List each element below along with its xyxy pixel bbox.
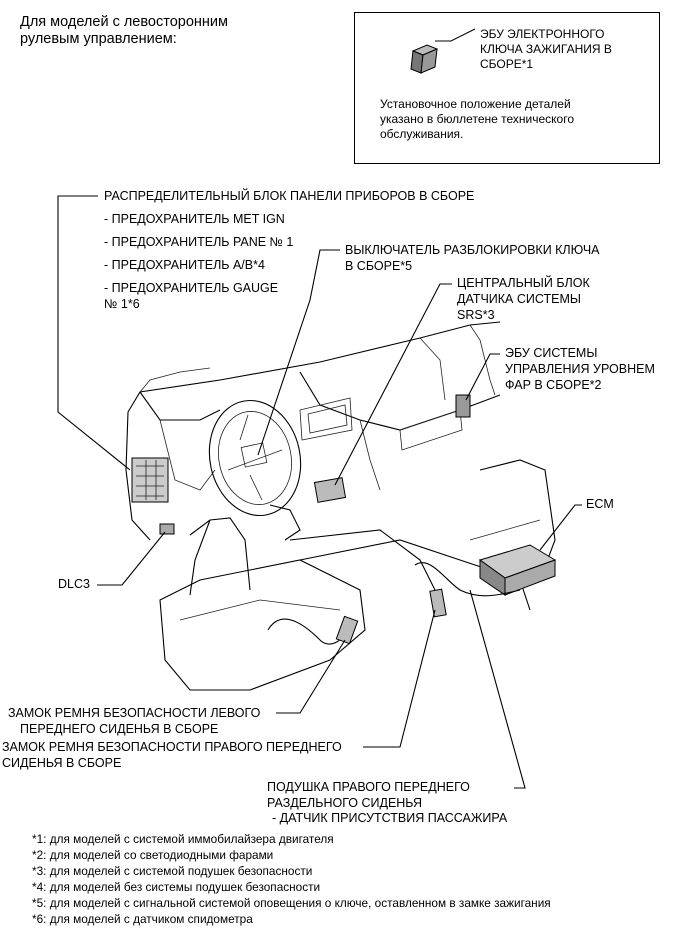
left-seat (159, 517, 366, 691)
passenger-sensor-harness (414, 562, 521, 597)
right-seat (289, 459, 556, 611)
key-unlock-switch-label-1: ВЫКЛЮЧАТЕЛЬ РАЗБЛОКИРОВКИ КЛЮЧА (345, 243, 600, 257)
srs-sensor-label-1: ЦЕНТРАЛЬНЫЙ БЛОК (457, 276, 590, 290)
srs-sensor-label-2: ДАТЧИКА СИСТЕМЫ (457, 292, 581, 306)
legend-note-1: Установочное положение деталей (380, 97, 571, 111)
headlight-ecu-label-2: УПРАВЛЕНИЯ УРОВНЕМ (505, 362, 655, 376)
srs-sensor-unit (313, 477, 347, 503)
footnote-4: *4: для моделей без системы подушек безо… (32, 880, 321, 894)
junction-block-title: РАСПРЕДЕЛИТЕЛЬНЫЙ БЛОК ПАНЕЛИ ПРИБОРОВ В… (104, 189, 475, 203)
right-buckle-label-1: ЗАМОК РЕМНЯ БЕЗОПАСНОСТИ ПРАВОГО ПЕРЕДНЕ… (2, 740, 342, 754)
left-buckle (335, 615, 359, 645)
left-buckle-harness (267, 618, 351, 645)
footnote-3: *3: для моделей с системой подушек безоп… (32, 864, 313, 878)
fuse-pane-1: - ПРЕДОХРАНИТЕЛЬ PANE № 1 (104, 235, 294, 249)
header-line-1: Для моделей с левосторонним (20, 14, 228, 30)
footnote-5: *5: для моделей с сигнальной системой оп… (32, 896, 551, 910)
footnote-6: *6: для моделей с датчиком спидометра (32, 912, 253, 926)
fuse-gauge-2: № 1*6 (104, 297, 140, 311)
ecm-label: ECM (586, 497, 614, 511)
srs-sensor-label-3: SRS*3 (457, 308, 495, 322)
headlight-ecu-unit (455, 394, 471, 418)
cushion-label-3: - ДАТЧИК ПРИСУТСТВИЯ ПАССАЖИРА (272, 811, 508, 825)
ecu-module-icon (410, 44, 439, 74)
header-line-2: рулевым управлением: (20, 31, 177, 47)
left-buckle-label-2: ПЕРЕДНЕГО СИДЕНЬЯ В СБОРЕ (20, 722, 219, 736)
dashboard-outline (125, 321, 501, 541)
fuse-ab: - ПРЕДОХРАНИТЕЛЬ A/B*4 (104, 258, 265, 272)
legend-box: ЭБУ ЭЛЕКТРОННОГО КЛЮЧА ЗАЖИГАНИЯ В СБОРЕ… (354, 12, 660, 164)
legend-ecu-label-2: КЛЮЧА ЗАЖИГАНИЯ В (480, 42, 612, 56)
junction-block (131, 457, 169, 503)
leader-lines (57, 195, 582, 789)
headlight-ecu-label-1: ЭБУ СИСТЕМЫ (505, 346, 598, 360)
legend-ecu-label-3: СБОРЕ*1 (480, 57, 534, 71)
key-unlock-switch-label-2: В СБОРЕ*5 (345, 259, 413, 273)
dlc3-connector (159, 523, 175, 535)
right-buckle-label-2: СИДЕНЬЯ В СБОРЕ (2, 756, 122, 770)
footnote-2: *2: для моделей со светодиодными фарами (32, 848, 274, 862)
footnote-1: *1: для моделей с системой иммобилайзера… (32, 832, 334, 846)
legend-leader-line (435, 28, 476, 42)
fuse-gauge-1: - ПРЕДОХРАНИТЕЛЬ GAUGE (104, 281, 279, 295)
legend-ecu-label-1: ЭБУ ЭЛЕКТРОННОГО (480, 27, 605, 41)
dlc3-label: DLC3 (58, 577, 90, 591)
steering-wheel (208, 399, 302, 541)
fuse-met-ign: - ПРЕДОХРАНИТЕЛЬ MET IGN (104, 212, 285, 226)
headlight-ecu-label-3: ФАР В СБОРЕ*2 (505, 378, 602, 392)
cushion-label-2: РАЗДЕЛЬНОГО СИДЕНЬЯ (267, 796, 422, 810)
right-buckle (429, 588, 447, 618)
legend-note-2: указано в бюллетене технического (380, 112, 575, 126)
left-buckle-label-1: ЗАМОК РЕМНЯ БЕЗОПАСНОСТИ ЛЕВОГО (8, 706, 261, 720)
ecm-unit (478, 544, 557, 596)
cushion-label-1: ПОДУШКА ПРАВОГО ПЕРЕДНЕГО (267, 780, 470, 794)
legend-note-3: обслуживания. (380, 127, 464, 141)
